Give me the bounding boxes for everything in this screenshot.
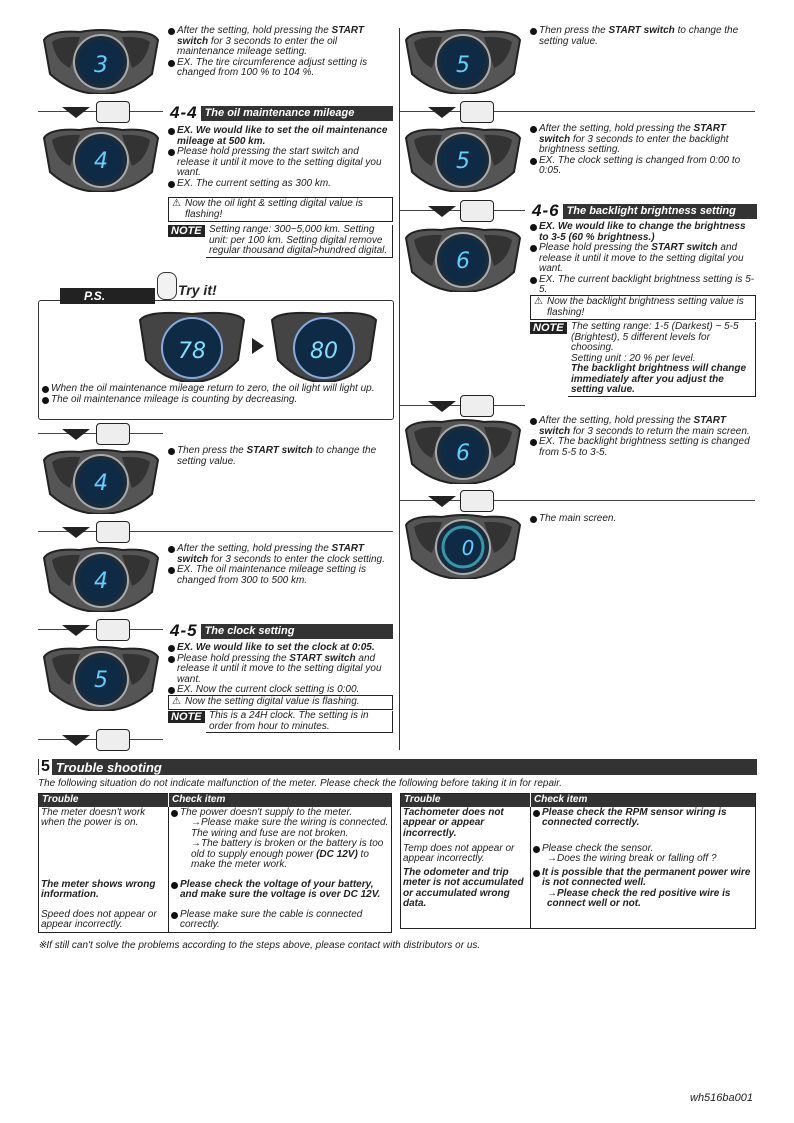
svg-text:4: 4 — [94, 471, 108, 496]
column-divider — [399, 28, 400, 750]
step-text: After the setting, hold pressing the STA… — [168, 543, 393, 586]
press-switch-icon — [96, 619, 130, 641]
divider — [38, 531, 393, 532]
press-switch-icon — [460, 101, 494, 123]
down-arrow-icon — [62, 105, 90, 119]
meter-illustration: 4 — [40, 126, 162, 193]
warning-box: ⚠Now the setting digital value is flashi… — [168, 695, 393, 710]
note-box: NOTE The setting range: 1-5 (Darkest) ~ … — [530, 321, 756, 397]
ps-text: When the oil maintenance mileage return … — [42, 383, 392, 405]
press-switch-icon — [460, 395, 494, 417]
down-arrow-icon — [428, 399, 456, 413]
meter-digit: 3 — [94, 53, 108, 78]
svg-text:4: 4 — [94, 569, 108, 594]
step-text: EX. We would like to set the clock at 0:… — [168, 642, 393, 696]
footer-note: ※If still can't solve the problems accor… — [38, 940, 481, 951]
trouble-intro: The following situation do not indicate … — [38, 778, 562, 789]
meter-illustration: 3 — [40, 28, 162, 95]
svg-text:5: 5 — [94, 668, 108, 693]
svg-text:4: 4 — [94, 149, 108, 174]
meter-illustration: 4 — [40, 546, 162, 613]
down-arrow-icon — [62, 623, 90, 637]
down-arrow-icon — [428, 105, 456, 119]
down-arrow-icon — [62, 427, 90, 441]
trouble-heading: 5 Trouble shooting — [38, 759, 757, 775]
meter-illustration: 6 — [402, 226, 524, 293]
robot-icon — [157, 272, 177, 300]
meter-illustration: 5 — [40, 645, 162, 712]
divider — [400, 111, 755, 112]
ps-label: P.S. — [60, 288, 155, 304]
svg-text:5: 5 — [456, 53, 470, 78]
down-arrow-icon — [428, 494, 456, 508]
svg-text:6: 6 — [456, 249, 470, 274]
down-arrow-icon — [428, 204, 456, 218]
warning-box: ⚠Now the oil light & setting digital val… — [168, 197, 393, 222]
right-arrow-icon — [252, 338, 264, 359]
meter-main-screen: 0 — [402, 513, 524, 580]
step-text: After the setting, hold pressing the STA… — [530, 415, 755, 458]
down-arrow-icon — [62, 733, 90, 747]
warning-box: ⚠Now the backlight brightness setting va… — [530, 295, 756, 320]
svg-text:78: 78 — [178, 339, 206, 364]
ps-box — [38, 300, 394, 420]
svg-text:5: 5 — [456, 149, 470, 174]
meter-before: 78 — [138, 310, 246, 384]
meter-illustration: 4 — [40, 448, 162, 515]
step-text: Then press the START switch to change th… — [530, 25, 755, 47]
press-switch-icon — [96, 423, 130, 445]
press-switch-icon — [96, 101, 130, 123]
step-text: After the setting, hold pressing the STA… — [530, 123, 755, 177]
step-text: EX. We would like to change the brightne… — [530, 221, 755, 296]
press-switch-icon — [460, 200, 494, 222]
step-text: After the setting, hold pressing the STA… — [168, 25, 393, 79]
warning-icon: ⚠ — [172, 198, 181, 209]
press-switch-icon — [96, 729, 130, 751]
meter-illustration: 5 — [402, 28, 524, 95]
svg-text:6: 6 — [456, 441, 470, 466]
step-text: The main screen. — [530, 513, 755, 525]
press-switch-icon — [460, 490, 494, 512]
try-it-label: Try it! — [178, 282, 217, 298]
meter-illustration: 6 — [402, 418, 524, 485]
press-switch-icon — [96, 521, 130, 543]
step-text: EX. We would like to set the oil mainten… — [168, 125, 393, 189]
meter-after: 80 — [270, 310, 378, 384]
meter-illustration: 5 — [402, 126, 524, 193]
svg-text:80: 80 — [310, 339, 338, 364]
down-arrow-icon — [62, 525, 90, 539]
warning-icon: ⚠ — [172, 696, 181, 707]
step-text: Then press the START switch to change th… — [168, 445, 393, 467]
document-code: wh516ba001 — [690, 1092, 754, 1104]
divider — [400, 500, 755, 501]
svg-text:0: 0 — [462, 536, 475, 560]
warning-icon: ⚠ — [534, 296, 543, 307]
